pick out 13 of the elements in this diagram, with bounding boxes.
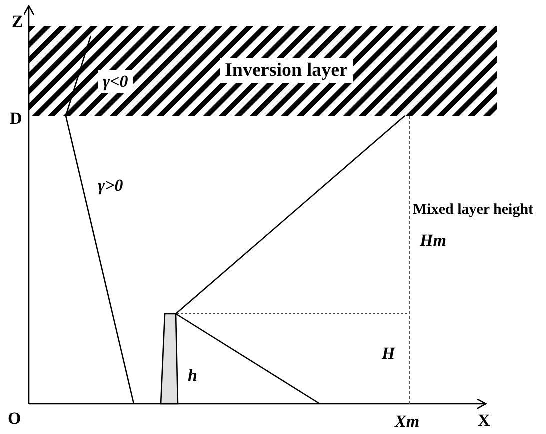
hatched-band (29, 26, 497, 116)
height-label: H (382, 345, 396, 362)
origin-label: O (8, 410, 22, 427)
band-label: Inversion layer (220, 58, 353, 83)
annotation-label: Mixed layer height (413, 203, 534, 218)
axis-label: Z (12, 13, 24, 30)
axis-label: X (478, 412, 490, 429)
height-label: Hm (420, 232, 446, 249)
gradient-label: γ<0 (98, 70, 134, 93)
distance-label: Xm (395, 413, 420, 430)
height-label: h (188, 367, 198, 384)
gradient-label: γ>0 (98, 177, 124, 194)
axis-label: D (10, 110, 22, 127)
